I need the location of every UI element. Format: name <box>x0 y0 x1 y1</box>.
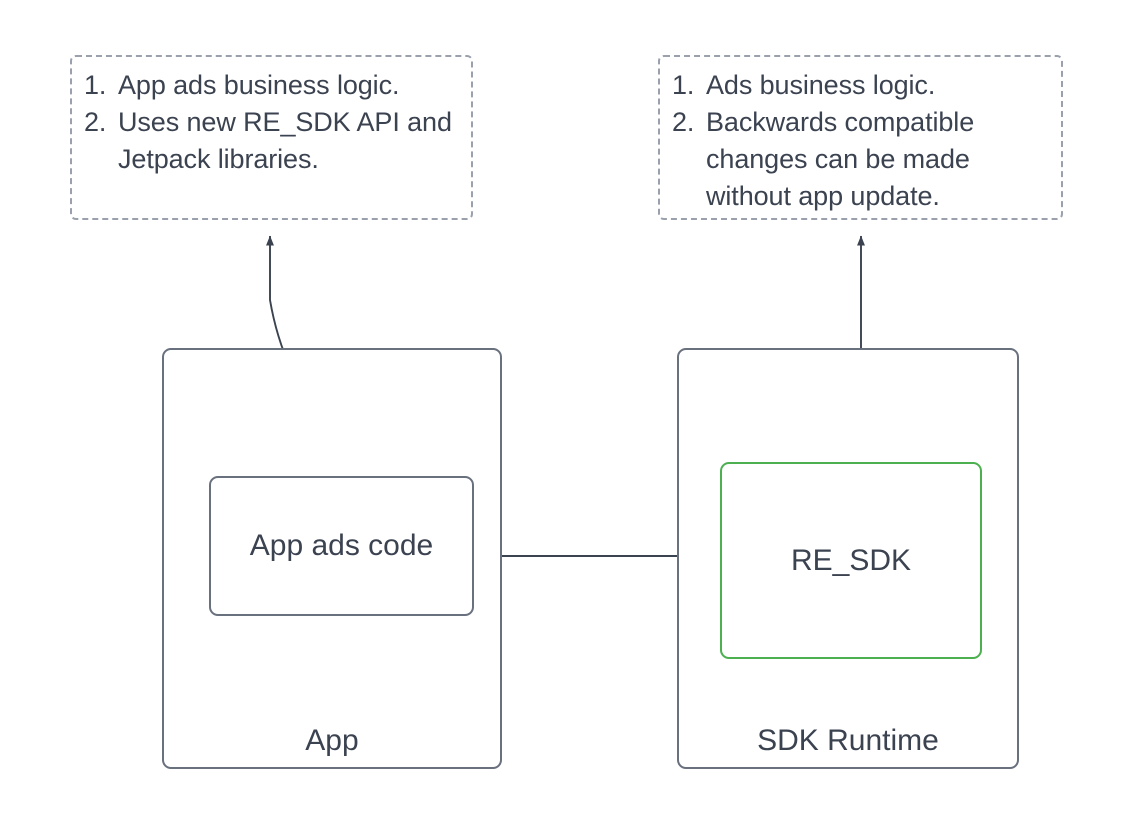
module-app-ads-code-label: App ads code <box>249 529 434 562</box>
list-text: Backwards compatible changes can be made… <box>706 107 982 211</box>
container-sdk-runtime-label: SDK Runtime <box>757 724 939 757</box>
list-text: App ads business logic. <box>118 70 400 100</box>
list-marker: 1. <box>84 70 107 100</box>
callout-sdk-item-2: 2. Backwards compatible changes can be m… <box>672 104 1047 215</box>
callout-app-item-1: 1. App ads business logic. <box>84 67 457 104</box>
callout-sdk-item-1: 1. Ads business logic. <box>672 67 1047 104</box>
callout-sdk-notes: 1. Ads business logic. 2. Backwards comp… <box>658 55 1063 220</box>
module-app-ads-code: App ads code <box>209 476 474 616</box>
callout-app-list: 1. App ads business logic. 2. Uses new R… <box>84 67 457 178</box>
module-re-sdk: RE_SDK <box>720 462 982 659</box>
list-text: Uses new RE_SDK API and Jetpack librarie… <box>118 107 460 174</box>
list-marker: 1. <box>672 70 695 100</box>
callout-app-notes: 1. App ads business logic. 2. Uses new R… <box>70 55 473 220</box>
callout-sdk-list: 1. Ads business logic. 2. Backwards comp… <box>672 67 1047 215</box>
list-marker: 2. <box>672 107 695 137</box>
list-text: Ads business logic. <box>706 70 936 100</box>
container-app-label: App <box>305 724 359 757</box>
list-marker: 2. <box>84 107 107 137</box>
callout-app-item-2: 2. Uses new RE_SDK API and Jetpack libra… <box>84 104 457 178</box>
module-re-sdk-label: RE_SDK <box>790 543 912 577</box>
